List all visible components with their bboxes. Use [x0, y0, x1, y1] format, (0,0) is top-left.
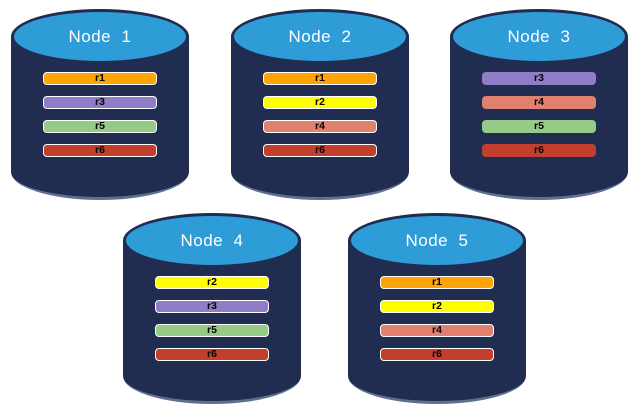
- partition-bar: r5: [482, 120, 596, 133]
- node-cylinder-2: Node 2 r1 r2 r4 r6: [231, 9, 409, 200]
- partition-bar: r6: [263, 144, 377, 157]
- node-title: Node 2: [288, 26, 352, 46]
- partition-bar: r3: [482, 72, 596, 85]
- partition-bar: r2: [380, 300, 494, 313]
- node-cylinder-3: Node 3 r3 r4 r5 r6: [450, 9, 628, 200]
- node-cylinder-4: Node 4 r2 r3 r5 r6: [123, 213, 301, 404]
- partition-bar: r6: [482, 144, 596, 157]
- partition-list: r3 r4 r5 r6: [450, 72, 628, 157]
- partition-bar: r2: [155, 276, 269, 289]
- partition-bar: r1: [43, 72, 157, 85]
- node-title: Node 5: [405, 230, 469, 250]
- partition-bar: r6: [155, 348, 269, 361]
- node-cylinder-1: Node 1 r1 r3 r5 r6: [11, 9, 189, 200]
- partition-bar: r6: [380, 348, 494, 361]
- cylinder-top: Node 2: [231, 9, 409, 64]
- partition-bar: r1: [380, 276, 494, 289]
- partition-list: r1 r2 r4 r6: [231, 72, 409, 157]
- node-title: Node 1: [68, 26, 132, 46]
- partition-bar: r1: [263, 72, 377, 85]
- partition-bar: r4: [380, 324, 494, 337]
- partition-bar: r5: [43, 120, 157, 133]
- partition-list: r2 r3 r5 r6: [123, 276, 301, 361]
- cylinder-top: Node 5: [348, 213, 526, 268]
- cylinder-top: Node 4: [123, 213, 301, 268]
- cylinder-top: Node 3: [450, 9, 628, 64]
- node-cylinder-5: Node 5 r1 r2 r4 r6: [348, 213, 526, 404]
- node-title: Node 4: [180, 230, 244, 250]
- partition-list: r1 r3 r5 r6: [11, 72, 189, 157]
- partition-bar: r4: [263, 120, 377, 133]
- partition-bar: r4: [482, 96, 596, 109]
- partition-bar: r5: [155, 324, 269, 337]
- partition-list: r1 r2 r4 r6: [348, 276, 526, 361]
- partition-bar: r6: [43, 144, 157, 157]
- partition-bar: r3: [155, 300, 269, 313]
- cylinder-top: Node 1: [11, 9, 189, 64]
- node-title: Node 3: [507, 26, 571, 46]
- partition-bar: r2: [263, 96, 377, 109]
- partition-bar: r3: [43, 96, 157, 109]
